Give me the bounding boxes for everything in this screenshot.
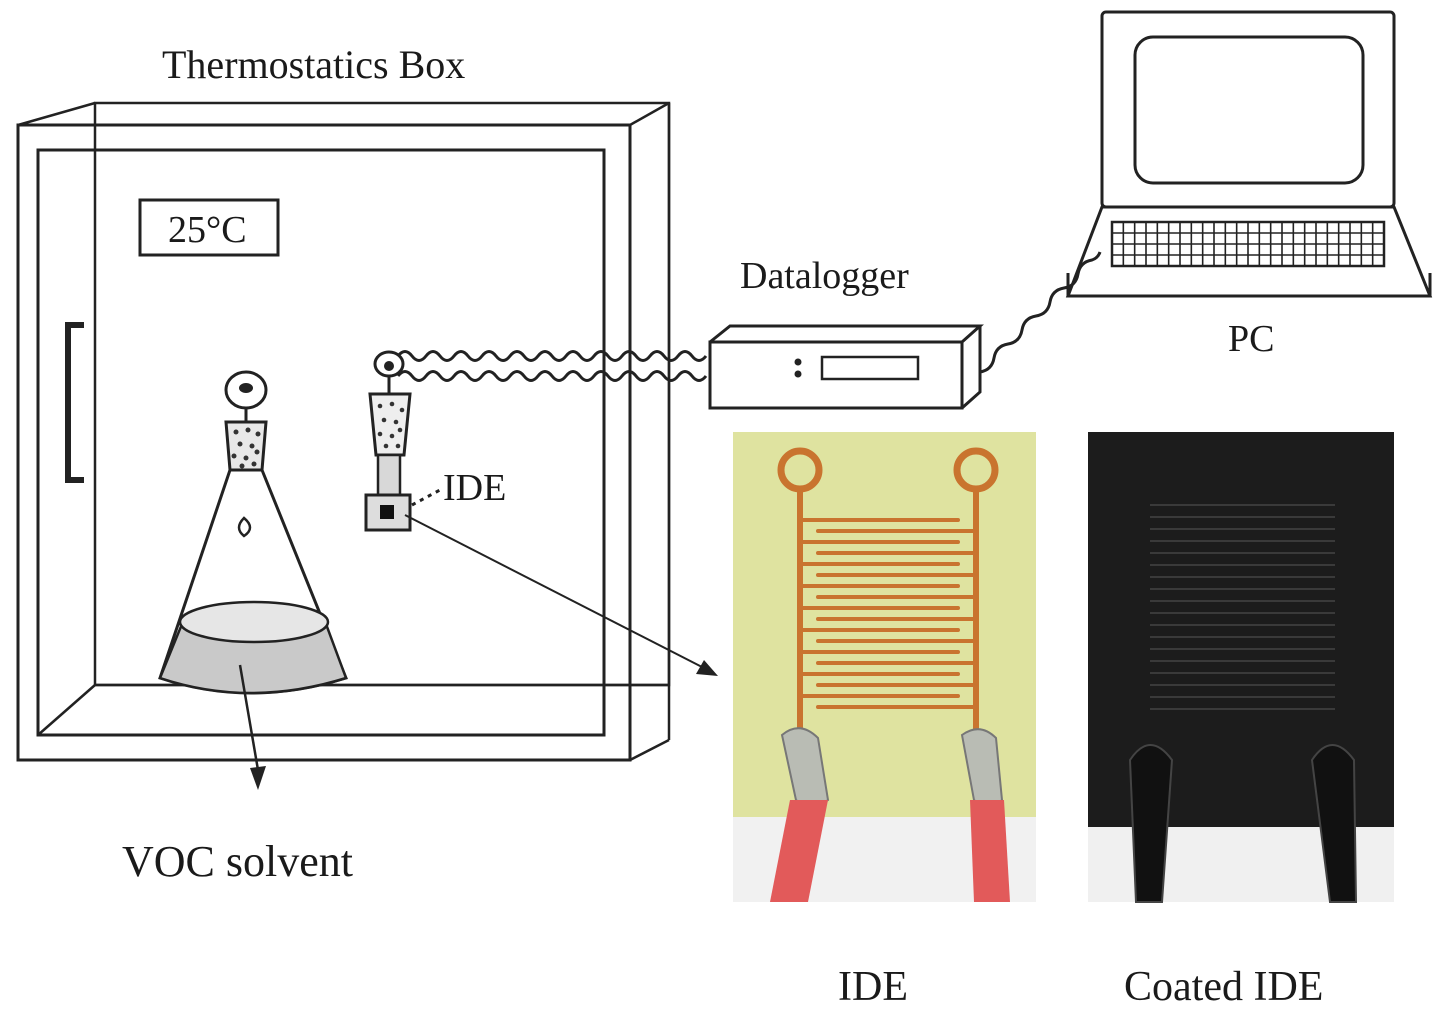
datalogger-device: Datalogger bbox=[708, 255, 984, 410]
red-wire-right bbox=[970, 800, 1010, 902]
ide-pointer-label: IDE bbox=[443, 467, 506, 509]
voc-arrow-head bbox=[250, 766, 266, 790]
coated-ide-photo bbox=[1088, 432, 1394, 903]
pc-screen bbox=[1133, 35, 1365, 185]
pc-cable bbox=[979, 251, 1102, 374]
interdigitated-fingers bbox=[798, 518, 978, 709]
black-wire-left bbox=[1128, 744, 1174, 903]
ide-photo-caption: IDE bbox=[838, 964, 908, 1010]
black-wire-right bbox=[1310, 744, 1358, 903]
door-handle bbox=[65, 322, 84, 483]
temperature-label: 25°C bbox=[168, 209, 247, 251]
red-wire-left bbox=[770, 800, 828, 902]
voc-solvent-label: VOC solvent bbox=[122, 837, 353, 886]
erlenmeyer-flask bbox=[158, 370, 349, 790]
datalogger-screen bbox=[820, 355, 920, 381]
box-front-outer bbox=[16, 123, 632, 762]
ide-photo-arrow-head bbox=[696, 660, 718, 676]
datalogger-label: Datalogger bbox=[740, 255, 909, 297]
thermostatics-box: Thermostatics Box 25°C bbox=[16, 42, 671, 762]
pc-label: PC bbox=[1228, 318, 1274, 360]
coated-fingers-faint bbox=[1150, 504, 1335, 710]
coated-ide-photo-caption: Coated IDE bbox=[1124, 964, 1323, 1010]
ide-photo bbox=[733, 432, 1036, 902]
box-front-inner bbox=[36, 148, 606, 737]
box-title-label: Thermostatics Box bbox=[162, 42, 465, 87]
sensor-cables bbox=[396, 350, 708, 382]
pc-computer: PC bbox=[1065, 10, 1433, 360]
ide-sensor-holder: IDE bbox=[364, 350, 718, 676]
pc-monitor bbox=[1100, 10, 1396, 209]
temperature-display bbox=[138, 198, 280, 257]
